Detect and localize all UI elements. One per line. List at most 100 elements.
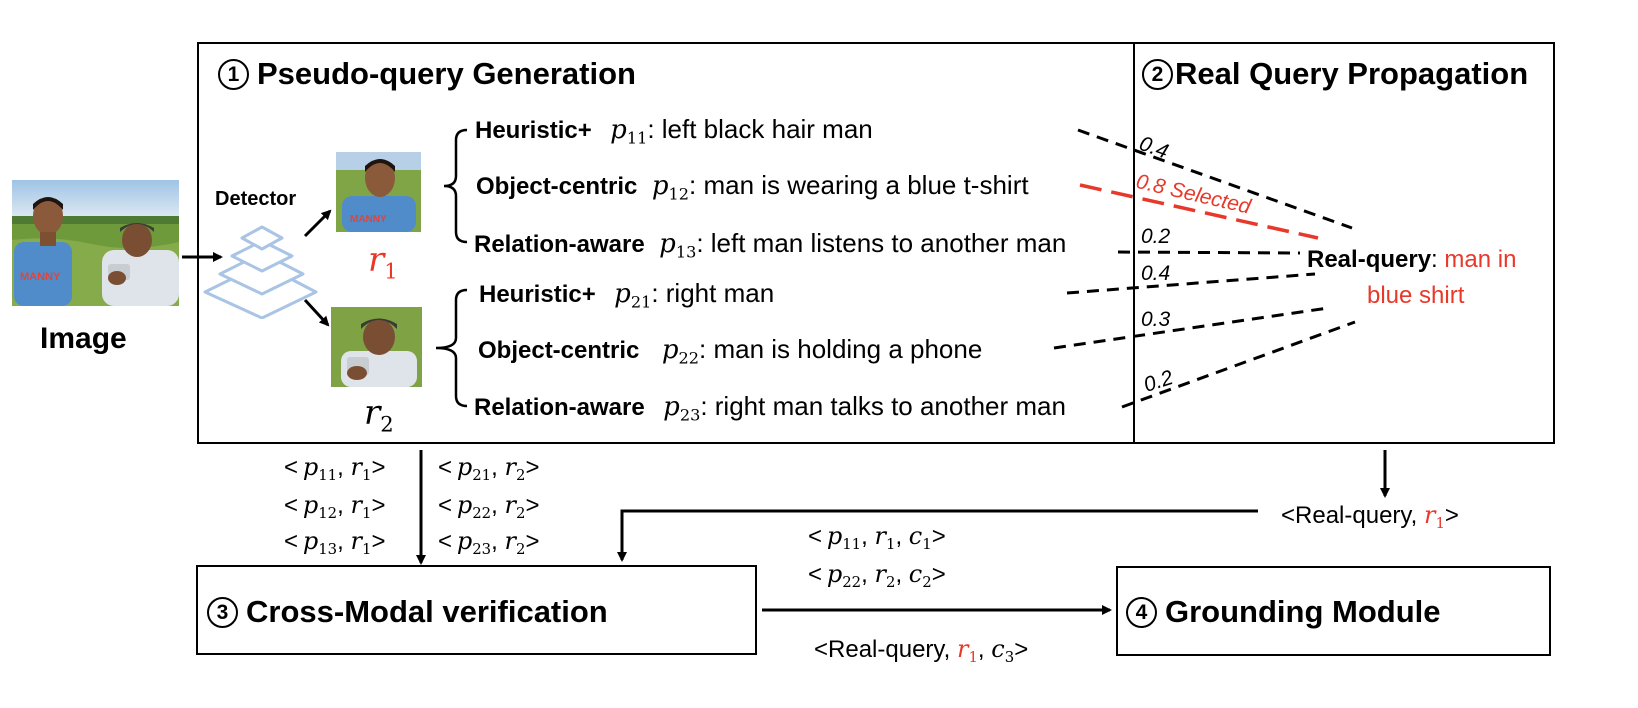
weight-label: 0.4 bbox=[1141, 262, 1171, 285]
svg-text:MANNY: MANNY bbox=[350, 214, 387, 225]
step-number-badge: 2 bbox=[1142, 59, 1173, 90]
region-crop-r1-illustration: MANNY bbox=[336, 152, 421, 232]
real-pair-r: r1 bbox=[1423, 501, 1445, 533]
pseudo-pair: < p12, r1> bbox=[284, 491, 386, 523]
triplet-c-index: 1 bbox=[922, 535, 932, 554]
triplet-c: c2 bbox=[908, 560, 932, 592]
real-triplet-c: c3 bbox=[991, 635, 1015, 667]
query-symbol-index: 13 bbox=[675, 242, 697, 262]
input-image-illustration: MANNY bbox=[12, 180, 179, 306]
region-label-r1: r1 bbox=[368, 240, 398, 283]
region-symbol: r bbox=[364, 393, 381, 433]
triplet-p-index: 22 bbox=[842, 573, 862, 592]
pair-p: p22 bbox=[456, 491, 492, 523]
real-query-pair: <Real-query, r1> bbox=[1281, 501, 1459, 533]
real-query-triplet: <Real-query, r1, c3> bbox=[814, 635, 1029, 667]
query-type-label: Relation-aware bbox=[474, 231, 645, 258]
real-query-propagation-panel bbox=[1133, 42, 1555, 444]
real-query-text-line1: man in bbox=[1444, 246, 1517, 273]
pseudo-pair: < p13, r1> bbox=[284, 527, 386, 559]
query-symbol: p22 bbox=[661, 335, 700, 368]
pair-r: r1 bbox=[350, 491, 372, 523]
dashed-line-p13 bbox=[1117, 250, 1301, 255]
brace-r1 bbox=[443, 128, 468, 244]
query-text: : man is wearing a blue t-shirt bbox=[689, 170, 1029, 200]
pair-p: p21 bbox=[456, 453, 492, 485]
query-text: : left black hair man bbox=[647, 114, 873, 144]
step-number-badge: 1 bbox=[218, 59, 249, 90]
query-symbol-p: p bbox=[651, 171, 669, 201]
triplet-r-index: 2 bbox=[885, 573, 896, 592]
pair-r-index: 1 bbox=[361, 466, 372, 485]
query-symbol-p: p bbox=[659, 229, 676, 259]
triplet-p: p11 bbox=[826, 522, 862, 554]
pseudo-query-row: Relation-aware p23: right man talks to a… bbox=[474, 391, 1066, 425]
region-index: 1 bbox=[384, 258, 398, 284]
query-symbol-p: p bbox=[661, 335, 679, 365]
pseudo-query-row: Heuristic+ p11: left black hair man bbox=[475, 114, 873, 148]
real-query-text-line2: blue shirt bbox=[1367, 282, 1465, 309]
query-type-label: Object-centric bbox=[476, 173, 638, 200]
pair-p-index: 11 bbox=[318, 466, 338, 485]
pseudo-query-row: Object-centric p12: man is wearing a blu… bbox=[476, 170, 1029, 204]
query-type-label: Heuristic+ bbox=[475, 117, 592, 144]
pseudo-pair: < p11, r1> bbox=[284, 453, 386, 485]
dashed-line-p11 bbox=[1077, 128, 1353, 230]
query-symbol-index: 22 bbox=[678, 348, 700, 368]
query-symbol-index: 11 bbox=[626, 128, 648, 148]
pair-r-index: 1 bbox=[361, 504, 372, 523]
query-symbol: p23 bbox=[663, 392, 700, 425]
pair-p-index: 12 bbox=[318, 504, 338, 523]
query-symbol-index: 12 bbox=[668, 184, 690, 204]
pair-r-index: 1 bbox=[361, 540, 372, 559]
pair-r-index: 2 bbox=[515, 540, 526, 559]
pseudo-query-row: Relation-aware p13: left man listens to … bbox=[474, 228, 1066, 262]
pair-r-index: 2 bbox=[515, 504, 526, 523]
triplet-r: r2 bbox=[874, 560, 896, 592]
detector-label: Detector bbox=[215, 188, 297, 210]
real-query-colon: : bbox=[1431, 246, 1438, 273]
region-index: 2 bbox=[380, 411, 394, 437]
arrow-real-pair-to-verification bbox=[617, 509, 1258, 562]
real-pair-label: Real-query bbox=[1295, 502, 1411, 529]
region-label-r2: r2 bbox=[364, 393, 394, 436]
cross-modal-verification-title-text: Cross-Modal verification bbox=[246, 594, 608, 629]
pseudo-query-row: Object-centric p22: man is holding a pho… bbox=[478, 334, 982, 368]
brace-r2 bbox=[435, 288, 468, 408]
query-symbol-index: 21 bbox=[630, 292, 652, 312]
query-type-label: Object-centric bbox=[478, 337, 640, 364]
triplet-p: p22 bbox=[826, 560, 862, 592]
real-pair-r-index: 1 bbox=[1435, 514, 1445, 533]
input-image: MANNY bbox=[12, 180, 179, 306]
pseudo-query-title-text: Pseudo-query Generation bbox=[257, 56, 636, 91]
query-symbol-p: p bbox=[614, 279, 631, 309]
query-symbol-p: p bbox=[610, 115, 627, 145]
region-crop-r1: MANNY bbox=[336, 152, 421, 232]
query-symbol: p21 bbox=[614, 279, 652, 312]
pair-p: p23 bbox=[456, 527, 492, 559]
pair-p-index: 22 bbox=[472, 504, 492, 523]
query-symbol: p11 bbox=[610, 115, 648, 148]
region-crop-r2-illustration bbox=[331, 307, 422, 387]
verified-triplet: < p22, r2, c2> bbox=[808, 560, 946, 592]
triplet-c-index: 2 bbox=[922, 573, 932, 592]
dashed-line-p23 bbox=[1121, 320, 1356, 409]
weight-label: 0.2 bbox=[1141, 225, 1171, 248]
query-symbol-p: p bbox=[663, 392, 680, 422]
region-crop-r2 bbox=[331, 307, 422, 387]
dashed-line-p12-selected bbox=[1079, 183, 1319, 240]
query-text: : right man bbox=[651, 278, 775, 308]
triplet-c: c1 bbox=[908, 522, 932, 554]
arrow-detector-to-r1 bbox=[303, 209, 332, 238]
real-query-label: Real-query bbox=[1307, 246, 1432, 273]
pair-p: p11 bbox=[302, 453, 338, 485]
query-text: : right man talks to another man bbox=[700, 391, 1066, 421]
grounding-module-title-text: Grounding Module bbox=[1165, 594, 1441, 629]
triplet-r: r1 bbox=[874, 522, 896, 554]
query-type-label: Heuristic+ bbox=[479, 281, 596, 308]
query-text: : man is holding a phone bbox=[699, 334, 983, 364]
